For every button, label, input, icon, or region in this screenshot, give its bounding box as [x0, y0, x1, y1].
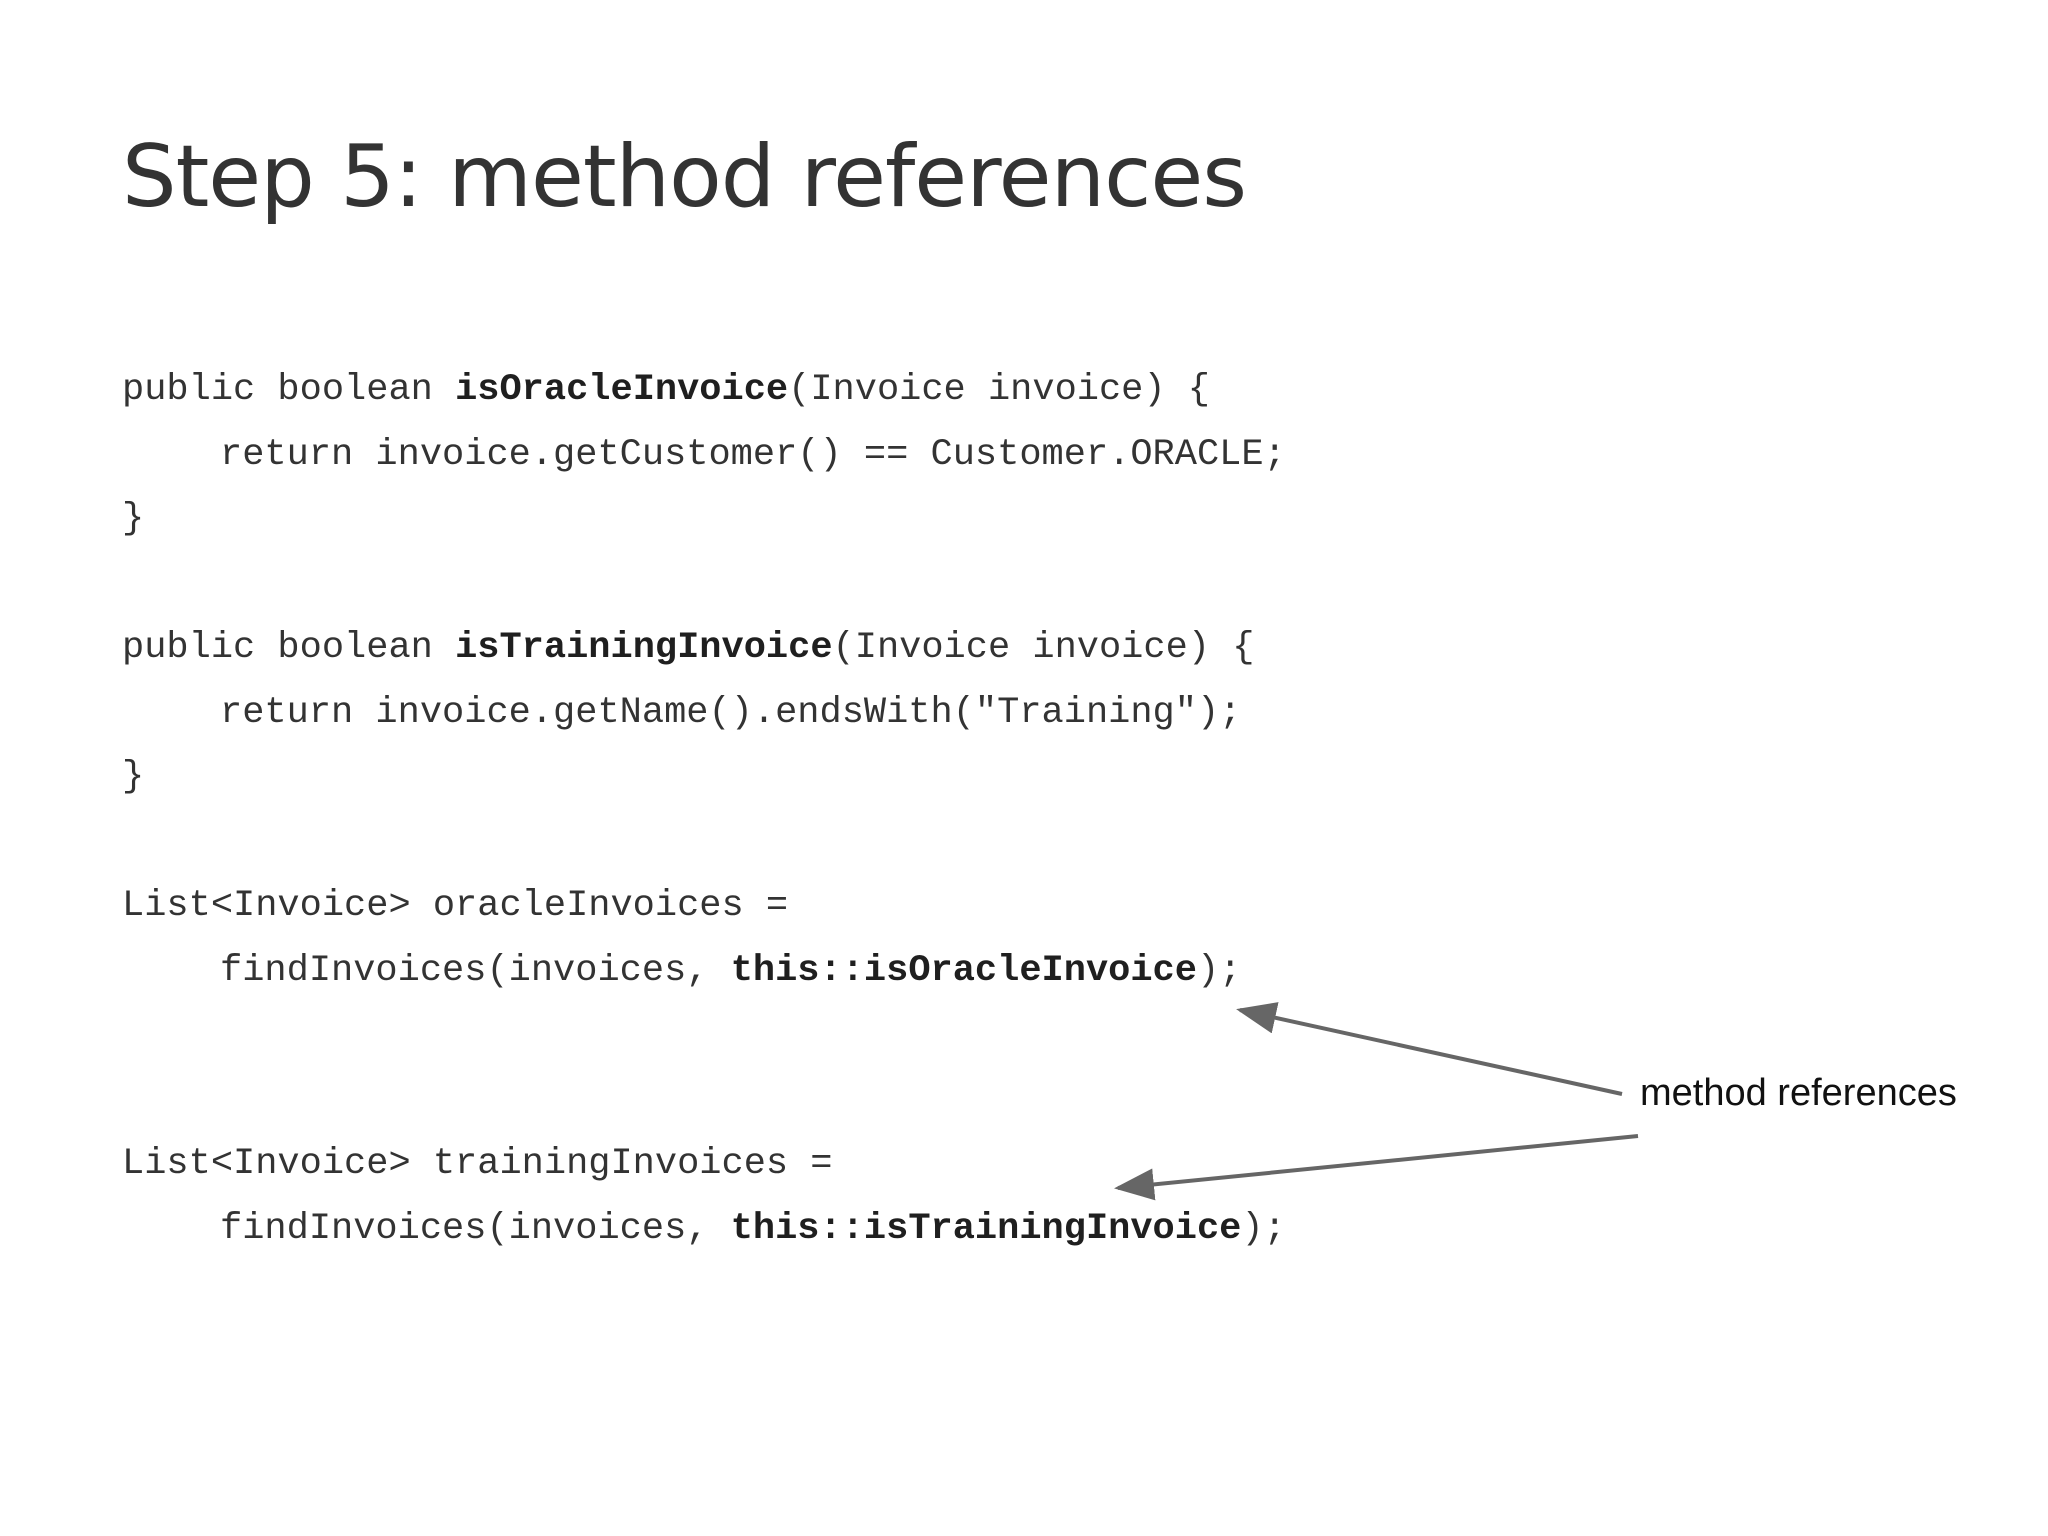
code-line: return invoice.getCustomer() == Customer…	[122, 423, 1286, 488]
code-line: List<Invoice> oracleInvoices =	[122, 874, 1286, 939]
code-line: public boolean isTrainingInvoice(Invoice…	[122, 616, 1286, 681]
arrow-to-oracle-reference	[1236, 1002, 1623, 1096]
code-text: }	[122, 756, 145, 798]
code-line: List<Invoice> trainingInvoices =	[122, 1132, 1286, 1197]
code-text: );	[1241, 1207, 1286, 1250]
code-line: findInvoices(invoices, this::isTrainingI…	[122, 1197, 1286, 1262]
code-text: }	[122, 498, 145, 540]
code-text: findInvoices(invoices,	[220, 1207, 731, 1250]
annotation-label: method references	[1640, 1072, 1957, 1114]
code-line: }	[122, 487, 1286, 552]
code-line: return invoice.getName().endsWith("Train…	[122, 681, 1286, 746]
blank-line	[122, 1003, 1286, 1132]
code-text: findInvoices(invoices,	[220, 949, 731, 992]
code-text: );	[1196, 949, 1242, 992]
code-text: (Invoice invoice) {	[832, 627, 1255, 669]
slide-title: Step 5: method references	[122, 127, 1247, 227]
code-line: }	[122, 745, 1286, 810]
method-name-training: isTrainingInvoice	[455, 627, 833, 669]
code-line: public boolean isOracleInvoice(Invoice i…	[122, 358, 1286, 423]
blank-line	[122, 552, 1286, 617]
blank-line	[122, 810, 1286, 875]
code-text: List<Invoice> trainingInvoices =	[122, 1143, 833, 1185]
code-block: public boolean isOracleInvoice(Invoice i…	[122, 358, 1286, 1261]
code-text: return invoice.getName().endsWith("Train…	[220, 691, 1242, 734]
code-text: public boolean	[122, 627, 456, 669]
code-text: (Invoice invoice) {	[788, 369, 1210, 411]
code-line: findInvoices(invoices, this::isOracleInv…	[122, 939, 1286, 1004]
method-name-oracle: isOracleInvoice	[455, 369, 789, 411]
method-reference-oracle: this::isOracleInvoice	[730, 949, 1197, 992]
code-text: List<Invoice> oracleInvoices =	[122, 885, 789, 927]
code-text: public boolean	[122, 369, 456, 411]
code-text: return invoice.getCustomer() == Customer…	[220, 433, 1286, 476]
method-reference-training: this::isTrainingInvoice	[730, 1207, 1242, 1250]
